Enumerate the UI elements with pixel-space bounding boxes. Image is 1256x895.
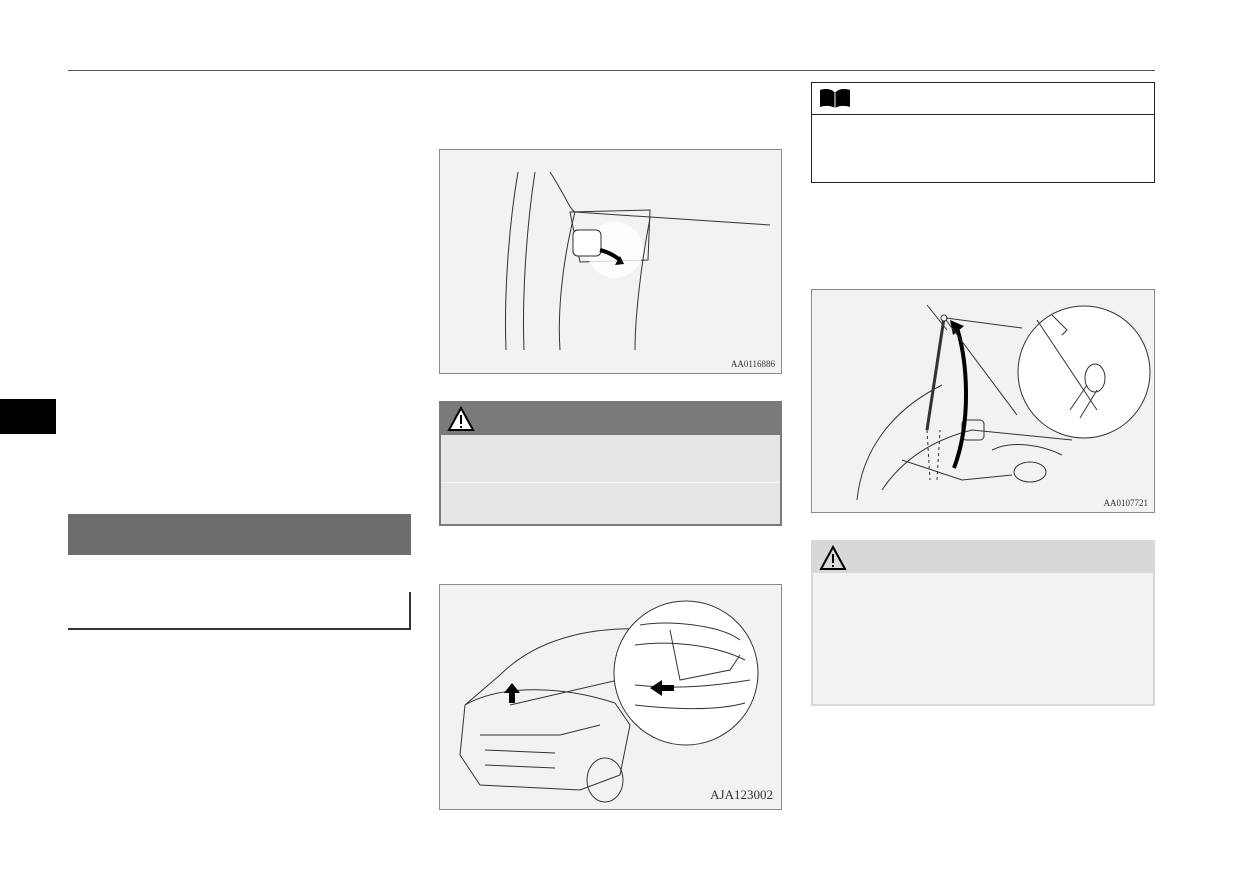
figure-code: AA0116886 — [730, 359, 775, 369]
caution-header — [813, 542, 1153, 573]
section-heading-bar — [68, 514, 411, 555]
section-box-edge — [409, 592, 411, 630]
warning-header — [441, 403, 780, 435]
header-rule — [68, 70, 1155, 71]
figure-hood-release-lever: AA0116886 — [439, 149, 782, 374]
vehicle-front-illustration — [459, 600, 759, 803]
warning-box — [439, 401, 782, 526]
hood-release-lever-illustration — [505, 171, 771, 351]
open-book-icon — [820, 89, 850, 108]
note-box — [811, 82, 1155, 183]
figure-hood-safety-catch: AJA123002 — [439, 584, 782, 810]
figure-support-rod: AA0107721 — [811, 289, 1155, 513]
figure-code: AA0107721 — [1103, 498, 1149, 508]
warning-triangle-icon — [819, 545, 847, 570]
figure-code: AJA123002 — [710, 787, 773, 802]
support-rod-illustration — [856, 304, 1151, 501]
section-box-rule — [68, 628, 411, 630]
caution-box — [811, 540, 1155, 706]
warning-divider — [441, 482, 780, 483]
note-header — [812, 83, 1154, 115]
chapter-tab — [0, 399, 56, 434]
warning-triangle-icon — [447, 406, 475, 431]
